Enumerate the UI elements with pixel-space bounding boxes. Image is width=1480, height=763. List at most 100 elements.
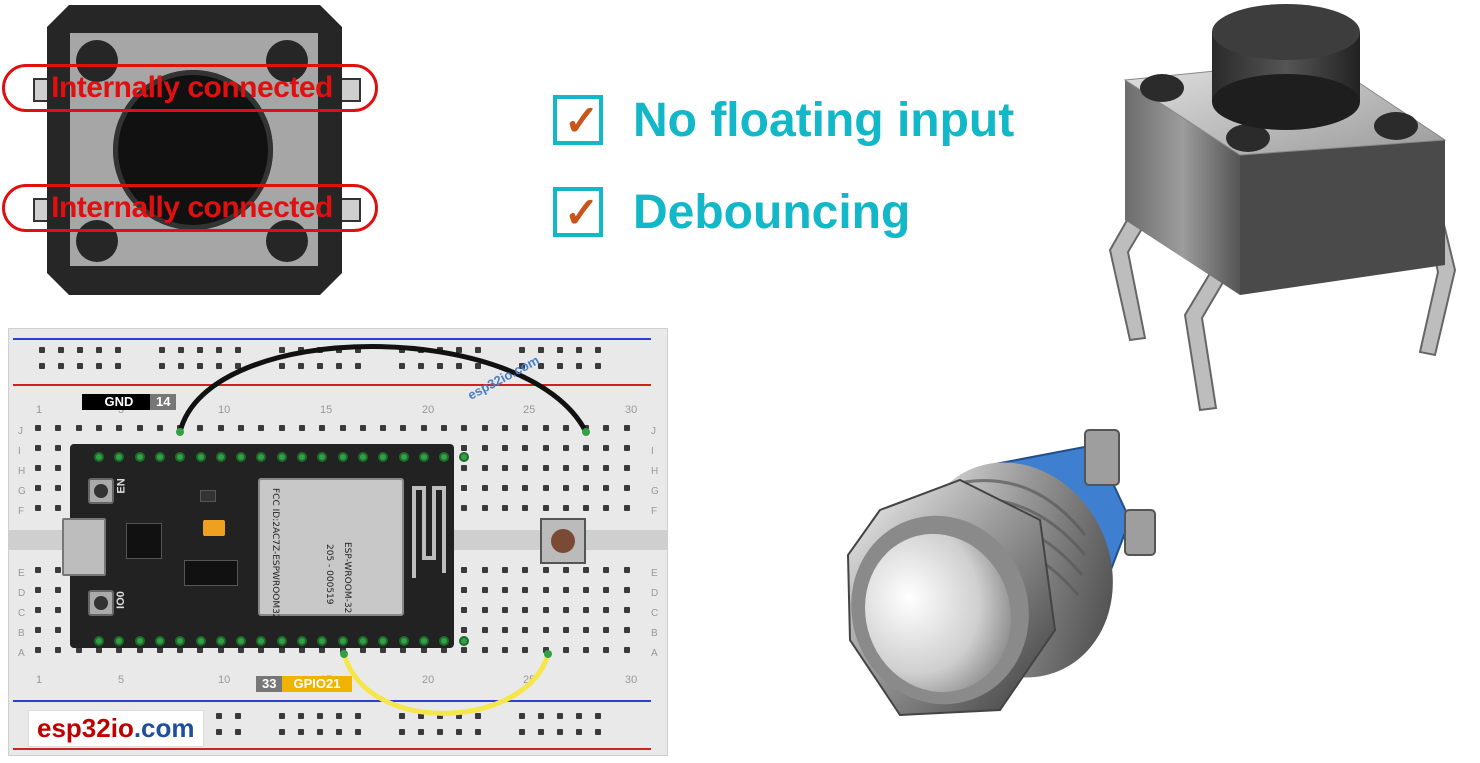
breadboard-hole	[562, 465, 569, 471]
esp32-pin	[154, 452, 165, 462]
breadboard-hole	[501, 465, 508, 471]
rail-hole	[519, 713, 525, 719]
breadboard-hole	[542, 587, 549, 593]
row-letter: I	[18, 446, 21, 457]
row-letter: A	[18, 648, 25, 659]
breadboard-hole	[583, 567, 590, 573]
rail-hole	[235, 347, 241, 353]
esp32io-logo: esp32io.com	[28, 710, 204, 747]
rail-hole	[235, 363, 241, 369]
breadboard-hole	[522, 485, 529, 491]
esp32-pin	[398, 636, 409, 646]
pin-33-tag: 33	[256, 676, 283, 692]
breadboard-hole	[623, 647, 630, 653]
breadboard-hole	[583, 587, 590, 593]
breadboard-hole	[603, 445, 610, 451]
esp32-pin	[236, 636, 247, 646]
breadboard-hole	[420, 647, 427, 653]
rail-hole	[197, 363, 203, 369]
breadboard-hole	[55, 505, 62, 511]
rail-hole	[115, 363, 121, 369]
wires	[176, 344, 590, 716]
breadboard-hole	[238, 425, 244, 431]
esp32-pin	[459, 636, 470, 646]
breadboard-hole	[562, 607, 569, 613]
breadboard-hole	[623, 425, 630, 431]
rail-hole	[475, 363, 481, 369]
breadboard-hole	[35, 647, 41, 653]
rail-hole	[77, 363, 83, 369]
internal-connection-oval-bottom	[2, 184, 378, 232]
row-letter: J	[651, 426, 656, 437]
io0-button	[88, 590, 114, 616]
row-letter: G	[18, 486, 26, 497]
rail-hole	[197, 347, 203, 353]
row-letter: B	[651, 628, 658, 639]
rail-hole	[399, 363, 405, 369]
breadboard-hole	[197, 647, 204, 653]
esp32-pin	[439, 452, 450, 462]
esp32-pin	[236, 452, 247, 462]
esp32-pin	[418, 636, 429, 646]
breadboard-hole	[583, 465, 590, 471]
breadboard-hole	[339, 425, 346, 431]
switch-corner-dot	[76, 220, 118, 262]
breadboard-hole	[501, 505, 508, 511]
breadboard-hole	[623, 465, 630, 471]
rail-hole	[336, 729, 342, 735]
breadboard-hole	[258, 647, 265, 653]
breadboard-hole	[461, 425, 468, 431]
rail-hole	[58, 363, 64, 369]
row-letter: G	[651, 486, 659, 497]
column-number: 10	[218, 404, 231, 416]
breadboard-hole	[298, 647, 305, 653]
checklist-text: Debouncing	[633, 185, 911, 239]
breadboard-hole	[35, 627, 41, 633]
breadboard-hole	[603, 425, 610, 431]
rail-hole	[538, 729, 544, 735]
esp32-pin	[154, 636, 165, 646]
breadboard-hole	[522, 587, 529, 593]
rail-hole	[557, 363, 563, 369]
esp32-pin	[175, 452, 186, 462]
usb-uart-chip	[126, 523, 162, 559]
rail-hole	[96, 363, 102, 369]
column-number: 20	[422, 674, 435, 686]
breadboard-hole	[461, 607, 468, 613]
esp32-pin	[134, 452, 145, 462]
breadboard-hole	[400, 425, 407, 431]
rail-hole	[216, 363, 222, 369]
rail-hole	[418, 713, 424, 719]
row-letter: A	[651, 648, 658, 659]
row-letter: H	[18, 466, 26, 477]
breadboard-hole	[461, 587, 468, 593]
rail-hole	[279, 363, 285, 369]
esp32-pin	[297, 452, 307, 462]
rail-hole	[595, 713, 601, 719]
breadboard-hole	[562, 485, 569, 491]
breadboard-hole	[481, 587, 488, 593]
breadboard-hole	[623, 607, 630, 613]
rail-hole	[216, 729, 222, 735]
breadboard-hole	[481, 627, 488, 633]
smd-component	[200, 490, 216, 502]
switch-corner-dot	[266, 220, 308, 262]
rail-hole	[595, 729, 601, 735]
breadboard-hole	[55, 445, 62, 451]
breadboard-hole	[116, 425, 123, 431]
rail-hole	[519, 729, 525, 735]
rail-hole	[538, 713, 544, 719]
breadboard-hole	[481, 505, 488, 511]
internal-connection-label-top: Internally connected	[51, 71, 333, 104]
breadboard-hole	[562, 445, 569, 451]
breadboard-hole	[542, 607, 549, 613]
breadboard-hole	[461, 647, 468, 653]
rail-hole	[216, 713, 222, 719]
rail-line-blue	[13, 338, 651, 340]
esp32-pin	[94, 636, 104, 646]
en-button	[88, 478, 114, 504]
breadboard-hole	[380, 647, 387, 653]
breadboard-hole	[522, 627, 529, 633]
breadboard-hole	[75, 425, 82, 431]
breadboard-hole	[380, 425, 387, 431]
